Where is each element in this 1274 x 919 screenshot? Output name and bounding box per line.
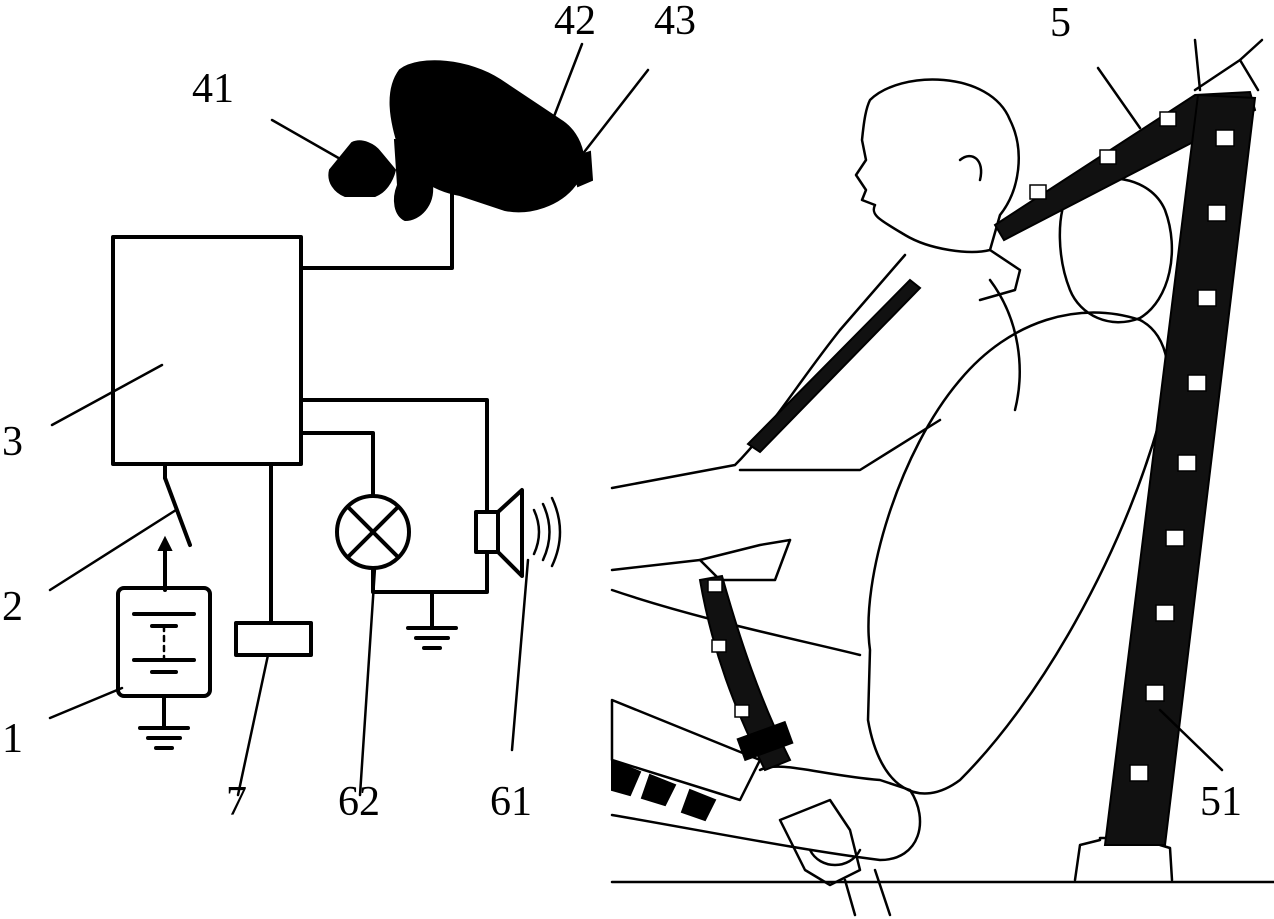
- label-62: 62: [338, 779, 380, 825]
- leader-7: [236, 653, 270, 797]
- battery-icon: [116, 586, 212, 698]
- sensor-box: [234, 621, 313, 657]
- leader-1: [48, 686, 124, 720]
- leader-2: [48, 508, 178, 592]
- leader-61: [510, 558, 530, 752]
- label-1: 1: [2, 716, 23, 762]
- label-7: 7: [226, 779, 247, 825]
- ground-icon: [138, 726, 190, 750]
- camera-icon: [328, 60, 594, 222]
- label-61: 61: [490, 779, 532, 825]
- label-5: 5: [1050, 0, 1071, 46]
- ground-icon: [406, 626, 458, 650]
- lamp-icon: [335, 494, 411, 570]
- wire-to-camera: [299, 188, 454, 270]
- label-51: 51: [1200, 779, 1242, 825]
- leader-62: [358, 566, 377, 797]
- ground-wire-right: [371, 550, 489, 594]
- leader-41: [270, 118, 344, 162]
- wire-to-lamp: [299, 431, 375, 498]
- label-2: 2: [2, 584, 23, 630]
- switch-icon: [157, 462, 192, 592]
- label-3: 3: [2, 419, 23, 465]
- controller-box: [111, 235, 303, 466]
- leader-43: [576, 68, 650, 162]
- wire-to-speaker: [299, 398, 489, 514]
- leader-42: [546, 42, 584, 134]
- seat-belt: [698, 90, 1257, 846]
- label-41: 41: [192, 66, 234, 112]
- label-42: 42: [554, 0, 596, 44]
- leader-51: [1158, 708, 1224, 772]
- leader-3: [50, 363, 164, 427]
- label-43: 43: [654, 0, 696, 44]
- leader-5: [1096, 66, 1142, 130]
